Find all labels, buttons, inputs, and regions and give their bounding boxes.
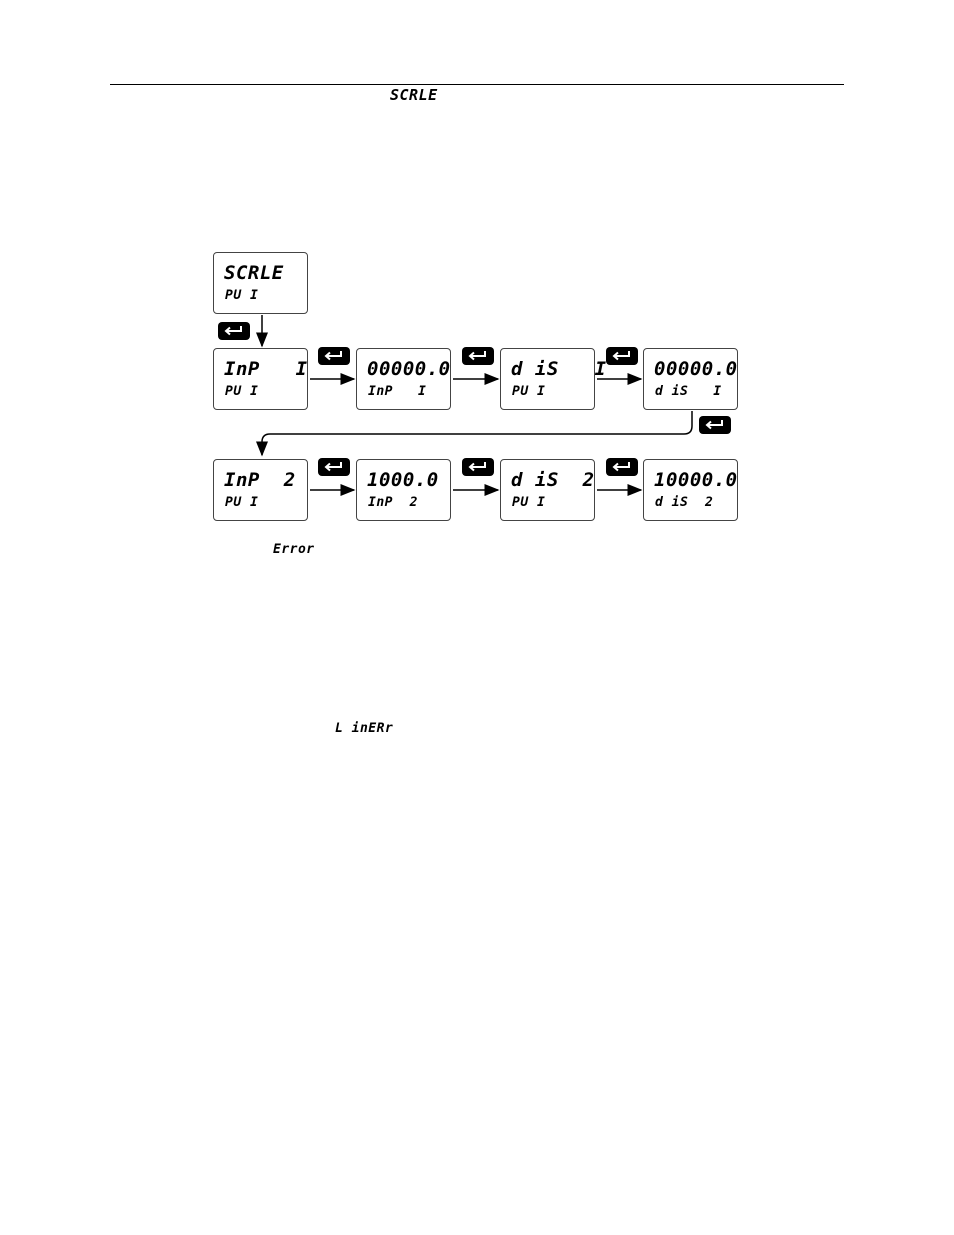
display-box-inp2: InP 2 PU I	[213, 459, 308, 521]
display-bottom: PU I	[225, 288, 259, 303]
enter-button[interactable]	[462, 347, 494, 365]
enter-button[interactable]	[318, 347, 350, 365]
enter-button[interactable]	[218, 322, 250, 340]
display-box-input1-value: 00000.0 InP I	[356, 348, 451, 410]
display-top: d iS I	[511, 358, 607, 380]
display-box-dis2: d iS 2 PU I	[500, 459, 595, 521]
display-bottom: InP I	[368, 384, 427, 399]
display-top: 00000.0	[367, 358, 451, 380]
display-top: d iS 2	[511, 469, 595, 491]
display-bottom: d iS I	[655, 384, 722, 399]
display-top: 1000.0	[367, 469, 439, 491]
enter-button[interactable]	[462, 458, 494, 476]
enter-return-icon	[705, 420, 723, 430]
display-top: 10000.0	[654, 469, 738, 491]
enter-return-icon	[612, 351, 630, 361]
enter-button[interactable]	[606, 347, 638, 365]
display-top: InP 2	[224, 469, 296, 491]
display-top: 00000.0	[654, 358, 738, 380]
display-bottom: InP 2	[368, 495, 418, 510]
display-box-display1-value: 00000.0 d iS I	[643, 348, 738, 410]
display-box-inp1: InP I PU I	[213, 348, 308, 410]
display-box-scale: SCRLE PU I	[213, 252, 308, 314]
enter-return-icon	[612, 462, 630, 472]
display-top: SCRLE	[224, 262, 284, 284]
enter-button[interactable]	[699, 416, 731, 434]
enter-return-icon	[224, 326, 242, 336]
scale-inline-label: SCRLE	[390, 86, 438, 104]
display-bottom: PU I	[225, 384, 259, 399]
display-bottom: PU I	[512, 495, 546, 510]
enter-return-icon	[324, 351, 342, 361]
linear-inline-label: L inERr	[335, 721, 394, 736]
display-box-display2-value: 10000.0 d iS 2	[643, 459, 738, 521]
arrow-dval1-to-inp2	[256, 411, 693, 457]
display-bottom: PU I	[512, 384, 546, 399]
header-rule	[110, 84, 844, 85]
display-bottom: d iS 2	[655, 495, 714, 510]
error-inline-label: Error	[273, 542, 315, 557]
display-box-input2-value: 1000.0 InP 2	[356, 459, 451, 521]
enter-return-icon	[468, 462, 486, 472]
display-bottom: PU I	[225, 495, 259, 510]
enter-return-icon	[468, 351, 486, 361]
display-box-dis1: d iS I PU I	[500, 348, 606, 410]
enter-button[interactable]	[318, 458, 350, 476]
display-top: InP I	[224, 358, 308, 380]
enter-button[interactable]	[606, 458, 638, 476]
enter-return-icon	[324, 462, 342, 472]
